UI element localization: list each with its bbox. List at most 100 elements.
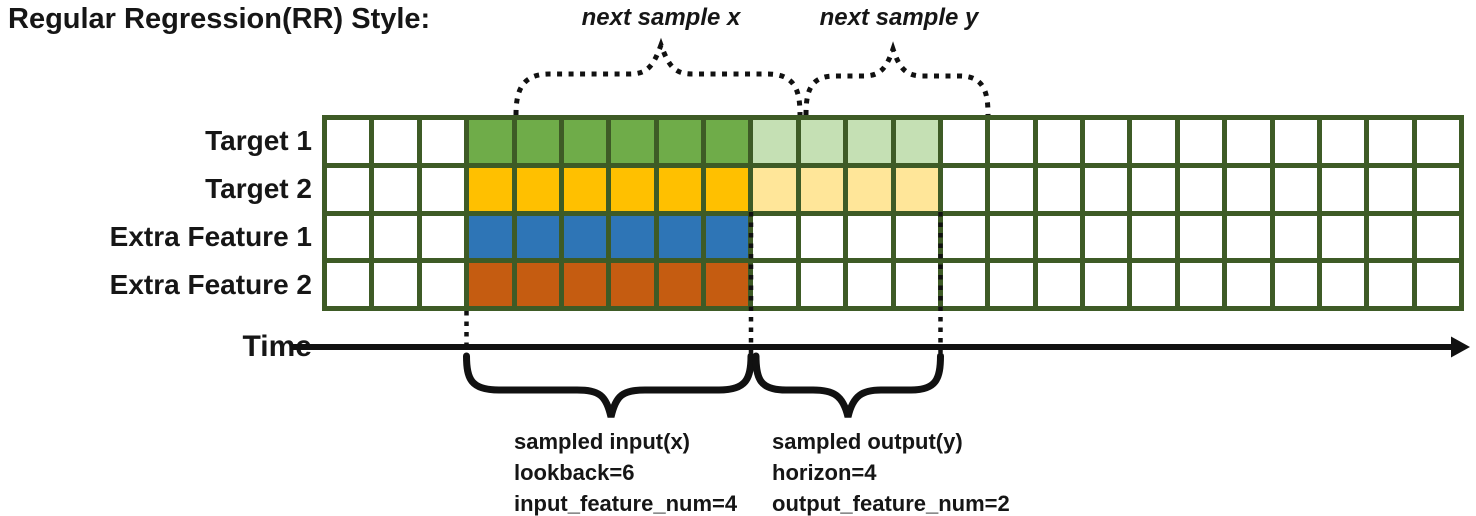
grid-cell	[895, 215, 938, 259]
sampled-input-line: sampled input(x)	[514, 429, 691, 454]
grid-cell	[1179, 167, 1223, 211]
grid-cell	[1274, 263, 1317, 306]
grid-cell	[706, 263, 749, 306]
grid-cell	[1416, 167, 1459, 211]
grid-cell	[421, 215, 465, 259]
grid-cell	[563, 263, 607, 306]
grid-cell	[1227, 263, 1270, 306]
grid-cell	[1321, 120, 1365, 163]
grid-cell	[469, 263, 512, 306]
grid-cell	[1037, 215, 1080, 259]
grid-cell	[753, 215, 796, 259]
grid-cell	[1227, 215, 1270, 259]
next-sample-y-brace	[803, 41, 991, 116]
grid-cell	[848, 167, 891, 211]
grid-cell	[848, 215, 891, 259]
grid-cell	[1227, 167, 1270, 211]
grid-cell	[753, 120, 796, 163]
grid-cell	[563, 167, 607, 211]
grid-cell	[327, 167, 370, 211]
grid-cell	[895, 167, 938, 211]
grid-cell	[706, 167, 749, 211]
grid-cell	[516, 167, 559, 211]
grid-cell	[1132, 120, 1175, 163]
grid-cell	[611, 215, 654, 259]
grid-cell	[942, 167, 986, 211]
grid-cell	[469, 167, 512, 211]
grid-cell	[1132, 263, 1175, 306]
grid-cell	[374, 263, 417, 306]
grid-cell	[1369, 263, 1412, 306]
grid-cell	[469, 215, 512, 259]
grid-cell	[800, 263, 844, 306]
grid-cell	[1274, 167, 1317, 211]
grid-cell	[1179, 263, 1223, 306]
sampled-output-note: sampled output(y) horizon=4 output_featu…	[772, 426, 1010, 516]
grid-cell	[563, 215, 607, 259]
grid-cell	[990, 215, 1033, 259]
grid-cell	[942, 215, 986, 259]
time-axis-arrowhead	[1451, 336, 1470, 358]
grid-cell	[1085, 263, 1128, 306]
sampled-input-note: sampled input(x) lookback=6 input_featur…	[514, 426, 737, 516]
grid-cell	[658, 120, 701, 163]
grid-cell	[1085, 215, 1128, 259]
grid-cell	[1179, 120, 1223, 163]
grid-cell	[469, 120, 512, 163]
grid-cell	[1321, 263, 1365, 306]
horizon-line: horizon=4	[772, 460, 877, 485]
next-sample-y-label: next sample y	[819, 4, 979, 31]
grid-cell	[1132, 215, 1175, 259]
grid-cell	[1369, 120, 1412, 163]
grid-cell	[942, 120, 986, 163]
next-sample-x-brace	[513, 37, 803, 116]
row-label: Target 1	[205, 125, 312, 157]
sampled-output-brace	[752, 352, 944, 418]
grid-cell	[1321, 215, 1365, 259]
grid-cell	[942, 263, 986, 306]
output-feature-num-line: output_feature_num=2	[772, 491, 1010, 516]
grid-cell	[516, 263, 559, 306]
grid-cell	[611, 167, 654, 211]
grid-cell	[658, 263, 701, 306]
grid-cell	[1037, 167, 1080, 211]
grid-cell	[848, 120, 891, 163]
grid-cell	[563, 120, 607, 163]
grid	[322, 115, 1464, 311]
grid-cell	[1416, 263, 1459, 306]
grid-cell	[658, 215, 701, 259]
time-axis-label: Time	[242, 330, 312, 363]
grid-cell	[421, 120, 465, 163]
grid-cell	[990, 167, 1033, 211]
grid-cell	[895, 263, 938, 306]
grid-cell	[895, 120, 938, 163]
grid-cell	[516, 120, 559, 163]
grid-cell	[1037, 263, 1080, 306]
grid-cell	[706, 120, 749, 163]
grid-cell	[1416, 215, 1459, 259]
grid-cell	[1274, 215, 1317, 259]
next-sample-x-label: next sample x	[581, 4, 741, 31]
grid-cell	[374, 167, 417, 211]
grid-cell	[611, 120, 654, 163]
grid-cell	[753, 167, 796, 211]
grid-cell	[1037, 120, 1080, 163]
grid-cell	[1274, 120, 1317, 163]
grid-cell	[800, 215, 844, 259]
grid-cell	[421, 167, 465, 211]
grid-cell	[800, 167, 844, 211]
grid-cell	[1369, 167, 1412, 211]
sampled-input-brace	[463, 352, 755, 418]
grid-cell	[1085, 120, 1128, 163]
grid-cell	[327, 215, 370, 259]
row-label: Extra Feature 2	[109, 268, 312, 300]
diagram-title: Regular Regression(RR) Style:	[8, 3, 431, 35]
grid-cell	[990, 120, 1033, 163]
grid-cell	[1227, 120, 1270, 163]
sampled-output-line: sampled output(y)	[772, 429, 963, 454]
grid-cell	[421, 263, 465, 306]
grid-cell	[658, 167, 701, 211]
input-feature-num-line: input_feature_num=4	[514, 491, 738, 516]
grid-cell	[1085, 167, 1128, 211]
